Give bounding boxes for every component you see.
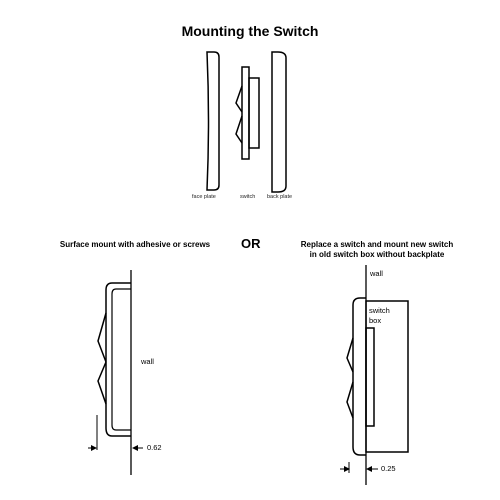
back-plate-label: back plate [267,194,293,200]
surface-mount-caption: Surface mount with adhesive or screws [59,240,211,249]
replace-caption-line1: Replace a switch and mount new switch [300,240,454,249]
dimension-label: 0.62 [147,443,162,452]
wall-label: wall [141,357,154,366]
exploded-view [206,51,287,193]
switch-box-diagram [340,265,409,485]
face-plate-cross-section [352,297,366,456]
dimension-label: 0.25 [381,464,396,473]
back-plate-cover-shape [271,51,287,193]
page-title: Mounting the Switch [181,23,319,39]
face-plate-shape [206,51,220,191]
switch-shape [235,66,250,160]
wall-label: wall [370,269,383,278]
rocker-switch-shape [346,337,354,419]
back-plate-shape [248,77,260,149]
or-separator: OR [241,236,261,251]
replace-caption-line2: in old switch box without backplate [309,250,445,259]
rocker-switch-shape [97,312,107,405]
switch-box-label-line2: box [369,316,382,325]
face-plate-label: face plate [192,194,216,200]
switch-box-label-line1: switch [369,306,390,315]
face-plate-cross-section [105,282,131,437]
surface-mount-diagram [88,270,143,475]
switch-label: switch [240,194,256,200]
